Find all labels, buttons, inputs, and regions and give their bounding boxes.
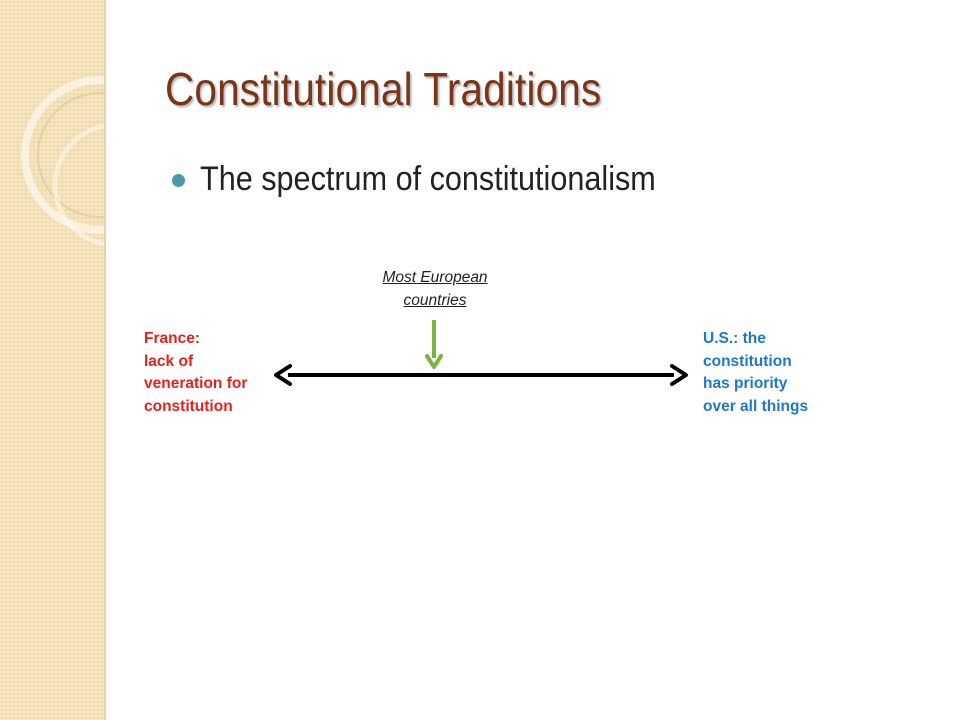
slide-title: Constitutional Traditions [165, 63, 602, 115]
most-european-countries-label: Most European countries [382, 269, 488, 309]
decorative-side-band [0, 0, 106, 720]
pointer-arrow [425, 320, 443, 369]
bullet-text: The spectrum of constitutionalism [200, 160, 656, 198]
france-label: France: lack of veneration for constitut… [144, 330, 248, 415]
us-label: U.S.: the constitution has priority over… [703, 330, 809, 415]
bullet-item: The spectrum of constitutionalism [172, 160, 706, 199]
decorative-rings [21, 76, 104, 247]
bullet-dot-icon [172, 174, 185, 187]
spectrum-arrow [274, 364, 688, 386]
